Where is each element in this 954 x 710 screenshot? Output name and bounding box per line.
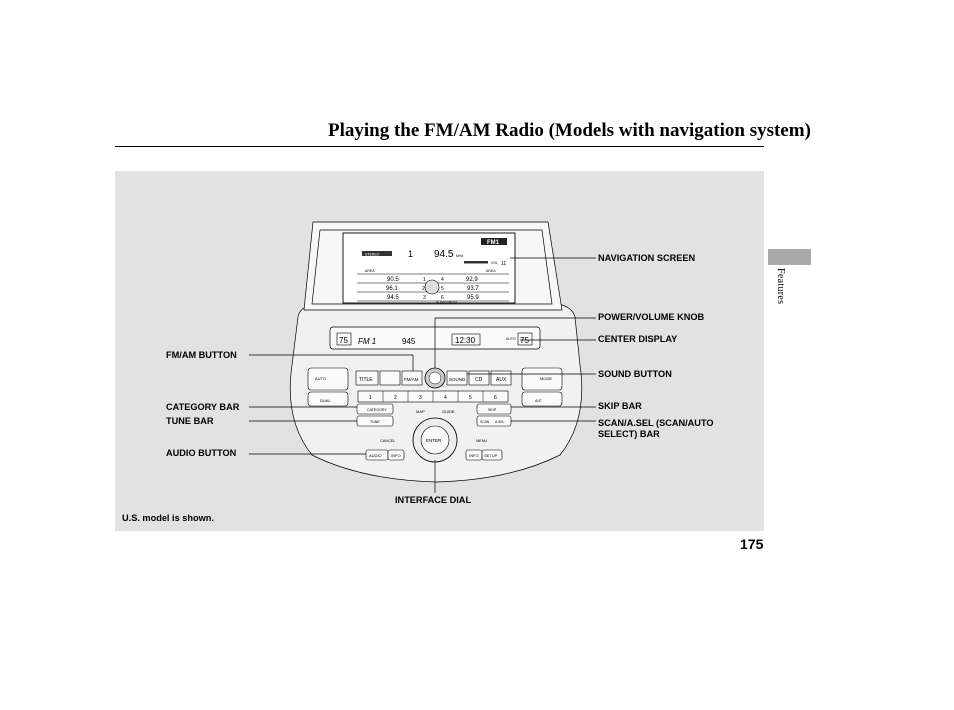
- center-frequency: 945: [402, 337, 416, 346]
- audio-button-label: AUDIO: [369, 453, 382, 458]
- callout-power-volume-knob: POWER/VOLUME KNOB: [598, 312, 705, 322]
- center-band: FM 1: [358, 337, 376, 346]
- preset-3-freq: 94.5: [387, 295, 399, 301]
- screen-frequency-unit: MHz: [456, 254, 463, 258]
- screen-preset-number: 1: [408, 249, 413, 259]
- preset-1-freq: 90.5: [387, 277, 399, 283]
- skip-bar-label: SKIP: [488, 408, 497, 412]
- a-sel-label: A.SEL: [495, 420, 505, 424]
- preset-5-freq: 93.7: [467, 286, 479, 292]
- preset-2-num: 2: [422, 286, 425, 292]
- info-button-label: INFO: [391, 453, 401, 458]
- cd-button-label: CD: [475, 377, 483, 383]
- figure-caption: U.S. model is shown.: [122, 513, 214, 523]
- title-button-label: TITLE: [359, 377, 373, 383]
- info-button: [387, 449, 405, 461]
- area-right-label: AREA: [486, 269, 496, 273]
- stereo-indicator: [362, 251, 392, 256]
- callout-interface-dial: INTERFACE DIAL: [395, 495, 472, 505]
- page-number: 175: [740, 536, 764, 552]
- callout-tune-bar: TUNE BAR: [166, 416, 214, 426]
- callout-category-bar: CATEGORY BAR: [166, 402, 240, 412]
- sound-button: [446, 370, 468, 386]
- callout-scan-asel-bar-line2: SELECT) BAR: [598, 429, 660, 439]
- ac-button-label: A/C: [535, 398, 542, 403]
- section-tab-label: Features: [775, 268, 786, 305]
- menu-button-label: MENU: [476, 439, 487, 443]
- volume-label: VOL: [491, 261, 498, 265]
- band-badge: [481, 238, 507, 245]
- enter-button-label: ENTER: [426, 438, 442, 443]
- setup-button-label: SETUP: [484, 453, 498, 458]
- center-auto-label: AUTO: [506, 337, 516, 341]
- screen-selector-dial: [424, 279, 440, 295]
- skip-bar: [476, 403, 512, 415]
- preset-button-2: 2: [394, 395, 397, 401]
- category-bar-label: CATEGORY: [367, 408, 387, 412]
- volume-level: 11: [501, 261, 506, 267]
- fm-am-button-label: FM/AM: [404, 377, 419, 382]
- skip-icon-button: [379, 370, 401, 386]
- preset-button-1: 1: [369, 395, 372, 401]
- title-rule: [115, 146, 764, 147]
- preset-6-num: 6: [441, 295, 444, 301]
- scan-label: SCAN: [480, 420, 490, 424]
- stereo-text: STEREO: [365, 252, 380, 256]
- preset-4-freq: 92.9: [466, 277, 478, 283]
- callout-fm-am-button: FM/AM BUTTON: [166, 350, 237, 360]
- map-button-label: MAP: [416, 409, 425, 414]
- interface-dial: [420, 425, 450, 455]
- screen-frequency: 94.5: [434, 249, 454, 260]
- preset-1-num: 1: [423, 277, 426, 283]
- sound-button-label: SOUND: [449, 377, 466, 382]
- title-button: [355, 370, 379, 386]
- screen-menu-label: AUDIO MENU: [436, 301, 458, 305]
- callout-scan-asel-bar-line1: SCAN/A.SEL (SCAN/AUTO: [598, 418, 714, 428]
- center-clock: 12:30: [455, 336, 476, 345]
- preset-button-5: 5: [469, 395, 472, 401]
- preset-4-num: 4: [441, 277, 444, 283]
- cancel-button-label: CANCEL: [380, 439, 395, 443]
- callout-center-display: CENTER DISPLAY: [598, 334, 678, 344]
- center-right-temp: 75: [520, 336, 529, 345]
- tune-bar-label: TUNE: [370, 420, 380, 424]
- aux-button-label: AUX: [496, 377, 507, 383]
- category-bar: [356, 403, 394, 415]
- fm-am-button: [401, 370, 423, 386]
- callout-skip-bar: SKIP BAR: [598, 401, 642, 411]
- volume-bar: [464, 261, 488, 264]
- mode-button-label: MODE: [540, 376, 552, 381]
- aux-button: [490, 370, 512, 386]
- auto-button-label: AUTO: [315, 376, 326, 381]
- dual-button-label: DUAL: [320, 398, 331, 403]
- preset-button-3: 3: [419, 395, 422, 401]
- preset-3-num: 3: [423, 295, 426, 301]
- callout-audio-button: AUDIO BUTTON: [166, 448, 237, 458]
- area-left-label: AREA: [365, 269, 375, 273]
- callout-navigation-screen: NAVIGATION SCREEN: [598, 253, 696, 263]
- preset-button-4: 4: [444, 395, 447, 401]
- preset-5-num: 5: [441, 286, 444, 292]
- page-title: Playing the FM/AM Radio (Models with nav…: [328, 120, 811, 141]
- guide-button-label: GUIDE: [442, 409, 455, 414]
- preset-button-6: 6: [494, 395, 497, 401]
- callout-sound-button: SOUND BUTTON: [598, 369, 672, 379]
- preset-6-freq: 95.9: [467, 295, 479, 301]
- preset-2-freq: 96.1: [386, 286, 398, 292]
- setup-button: [481, 449, 503, 461]
- info-right-button-label: INFO: [469, 453, 479, 458]
- center-left-temp: 75: [339, 336, 348, 345]
- cd-button: [468, 370, 490, 386]
- section-tab-marker: [768, 249, 811, 265]
- screen-band: FM1: [487, 240, 500, 246]
